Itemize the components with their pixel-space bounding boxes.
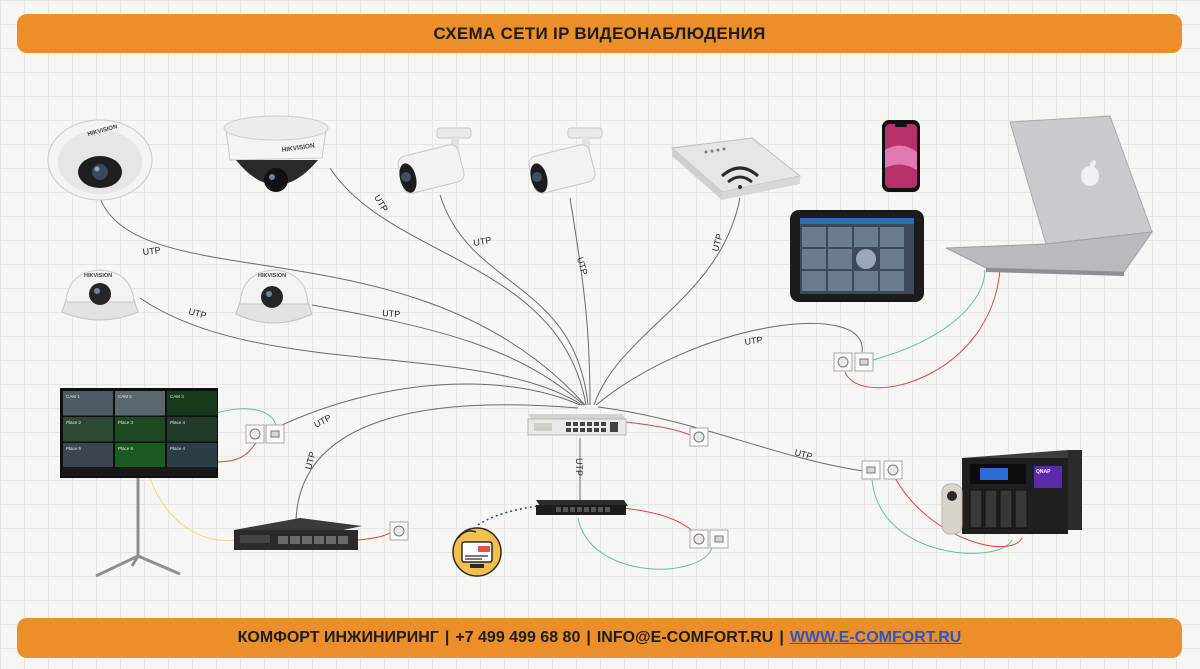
remote-access-icon (452, 527, 502, 577)
cable-bullet-camera-2 (569, 197, 591, 406)
monitor-screen: CAM 1 CAM 2 CAM 3 Place 2 Place 3 Place 4 Plac… (63, 391, 217, 468)
utp-label: UTP (142, 245, 161, 257)
page-title: СХЕМА СЕТИ IP ВИДЕОНАБЛЮДЕНИЯ (433, 23, 766, 43)
camera-feed-tile (167, 417, 217, 442)
smartphone (882, 120, 920, 192)
cable-nas-outlet (597, 406, 871, 473)
link-nvr-red (357, 529, 395, 541)
camera-brand-label: HIKVISION (281, 142, 315, 154)
link-monitor-green (215, 408, 277, 426)
utp-label: UTP (303, 451, 317, 471)
wifi-icon (721, 166, 759, 189)
utp-label: UTP (744, 335, 763, 347)
wifi-router (670, 137, 802, 200)
ethernet-outlet (389, 521, 409, 541)
remote-control (941, 483, 963, 535)
ethernet-outlet (861, 460, 903, 480)
camera-feed-label: Place 6 (118, 446, 134, 451)
cable-monitor-outlet (281, 383, 581, 426)
link-poe-red (621, 507, 695, 533)
camera-brand-label: HIKVISION (258, 273, 286, 279)
ethernet-outlet (689, 529, 729, 549)
cable-nvr (295, 404, 579, 521)
monitor-stand (95, 476, 181, 578)
cable-fisheye-camera (99, 197, 586, 406)
dome-camera: HIKVISION (223, 115, 329, 192)
utp-label: UTP (382, 308, 401, 319)
cable-mini-dome-2 (311, 304, 585, 406)
camera-feed-label: Place 5 (66, 446, 82, 451)
link-laptop-red (844, 269, 1001, 389)
cable-tablet-outlet (595, 322, 863, 406)
cable-wifi-router (593, 197, 741, 406)
cable-dome-camera (329, 167, 587, 406)
mini-dome-camera-1: HIKVISION (61, 269, 139, 321)
utp-label: UTP (187, 306, 207, 320)
utp-label: UTP (473, 235, 492, 248)
camera-feed-tile (115, 391, 165, 416)
website-link[interactable]: WWW.E-COMFORT.RU (789, 629, 962, 646)
fisheye-camera: HIKVISION (47, 119, 153, 201)
link-nas-green (871, 479, 1013, 554)
ethernet-outlet (833, 352, 874, 372)
camera-feed-label: CAM 1 (66, 394, 80, 399)
camera-feed-tile (63, 391, 113, 416)
camera-feed-tile (63, 417, 113, 442)
poe-switch (536, 500, 628, 515)
nas-storage: QNAP (941, 450, 1082, 535)
utp-label: UTP (710, 233, 724, 253)
phone-number[interactable]: +7 499 499 68 80 (455, 629, 581, 646)
camera-feed-tile (115, 417, 165, 442)
utp-label: UTP (312, 412, 333, 429)
cable-bullet-camera-1 (439, 194, 589, 406)
camera-feed-label: Place 2 (66, 420, 82, 425)
utp-label: UTP (574, 458, 584, 476)
footer-separator: | (586, 629, 591, 646)
camera-brand-label: HIKVISION (84, 273, 112, 279)
network-switch (527, 414, 627, 436)
cable-mini-dome-1 (139, 297, 583, 406)
bullet-camera-1 (397, 127, 472, 194)
utp-label: UTP (793, 447, 813, 461)
email-address[interactable]: INFO@E-COMFORT.RU (596, 629, 774, 646)
camera-feed-label: Place 3 (118, 420, 134, 425)
footer-separator: | (444, 629, 450, 646)
camera-feed-label: Place 4 (170, 446, 186, 451)
monitor-with-stand: CAM 1 CAM 2 CAM 3 Place 2 Place 3 Place 4 Plac… (60, 388, 218, 578)
camera-feed-tile (115, 443, 165, 468)
link-monitor-red (215, 442, 257, 463)
title-banner: СХЕМА СЕТИ IP ВИДЕОНАБЛЮДЕНИЯ (17, 14, 1182, 53)
link-switch-red (625, 421, 693, 437)
utp-cables (99, 167, 871, 521)
utp-labels: UTP UTP UTP UTP UTP UTP UTP UTP UTP UTP … (142, 193, 813, 476)
camera-feed-label: Place 4 (170, 420, 186, 425)
footer-banner: КОМФОРТ ИНЖИНИРИНГ | +7 499 499 68 80 | … (17, 618, 1182, 658)
link-monitor-yellow (149, 477, 237, 542)
camera-feed-tile (167, 391, 217, 416)
apple-logo-icon (1081, 160, 1099, 186)
patch-links (149, 269, 1023, 570)
company-name: КОМФОРТ ИНЖИНИРИНГ (237, 629, 439, 646)
laptop (945, 115, 1154, 276)
tablet (790, 210, 924, 302)
link-laptop-green (865, 269, 986, 363)
utp-label: UTP (372, 193, 390, 214)
utp-label: UTP (575, 256, 589, 276)
footer-separator: | (779, 629, 784, 646)
wall-outlets (245, 352, 903, 549)
camera-feed-label: CAM 2 (118, 394, 132, 399)
camera-feed-label: CAM 3 (170, 394, 184, 399)
mini-dome-camera-2: HIKVISION (235, 269, 313, 324)
link-nas-red (894, 477, 1023, 548)
ethernet-outlet (245, 424, 285, 444)
nas-brand-label: QNAP (1036, 469, 1051, 475)
camera-feed-tile (63, 443, 113, 468)
camera-feed-tile (167, 443, 217, 468)
ethernet-outlet (689, 427, 709, 447)
bullet-camera-2 (528, 127, 603, 194)
link-poe-green (577, 517, 713, 570)
nvr-recorder (234, 518, 362, 550)
